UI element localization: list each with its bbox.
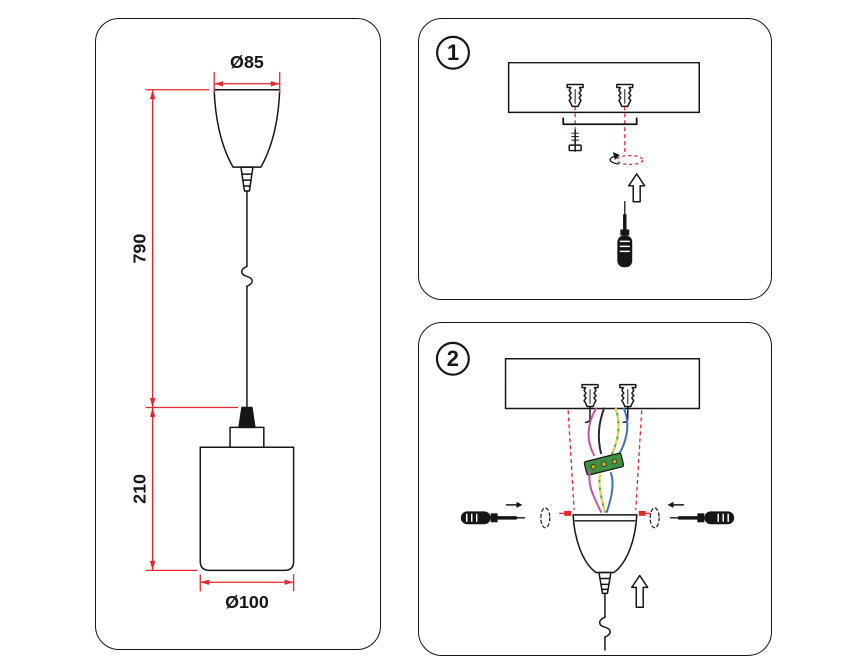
wall-plug-icon <box>581 383 599 408</box>
hook-screw-icon <box>584 405 591 424</box>
wire-neutral-lower <box>605 472 614 513</box>
wall-plug-icon <box>619 383 637 408</box>
canopy-cup <box>572 514 638 574</box>
up-arrow-icon <box>628 173 646 203</box>
ring-rotation-guide <box>616 154 644 166</box>
ceiling-board <box>507 61 700 114</box>
wire-earth-stripe <box>609 407 620 458</box>
terminal-screw <box>611 458 618 465</box>
wiring <box>583 407 629 513</box>
cable-break-symbol <box>598 616 611 638</box>
alignment-guides <box>559 410 651 516</box>
canopy-outline <box>213 88 281 168</box>
pendant-lamp-drawing <box>199 88 295 572</box>
mounting-bracket <box>562 117 638 126</box>
side-screw <box>564 510 572 516</box>
wire-earth-lower-stripe <box>598 474 606 513</box>
step1-hardware <box>562 83 646 268</box>
screwdriver-icon <box>460 511 526 525</box>
dim-label-shade-diameter: Ø100 <box>225 592 269 612</box>
alignment-guides <box>574 106 644 166</box>
rotate-arrow-icon <box>609 152 620 165</box>
terminal-screw <box>601 461 607 467</box>
step2-panel: 2 <box>418 322 772 656</box>
dim-label-top-diameter: Ø85 <box>230 52 264 72</box>
step1-fixtures <box>436 35 700 114</box>
dimension-lines <box>145 71 295 592</box>
step-number: 2 <box>447 346 459 371</box>
push-right-arrow-icon <box>505 501 523 508</box>
step2-drawing-svg: 2 <box>435 341 735 651</box>
lamp-drawing-svg: Ø85 790 210 Ø100 <box>130 52 295 612</box>
cable-grip-icon <box>598 571 612 595</box>
shade-connector <box>238 406 256 429</box>
wire-live-lower <box>588 470 602 513</box>
step-number: 1 <box>447 40 459 65</box>
screwdriver-icon <box>617 201 633 268</box>
ceiling-board <box>504 358 701 410</box>
step-number-badge <box>435 341 470 376</box>
up-arrow-icon <box>631 574 649 609</box>
screwdriver-icon <box>669 511 735 525</box>
terminal-block <box>583 452 625 476</box>
step1-panel: 1 <box>418 18 772 300</box>
rotate-guide-icon <box>540 507 551 529</box>
step1-drawing-svg: 1 <box>436 35 700 268</box>
rotate-guide-icon <box>649 507 660 529</box>
canopy-assembly <box>460 501 735 651</box>
lamp-dimensions-panel: Ø85 790 210 Ø100 <box>95 18 381 650</box>
wall-plug-icon <box>616 83 634 108</box>
dim-label-shade-height: 210 <box>130 474 150 504</box>
shade-neck <box>229 426 265 448</box>
wall-plug-icon <box>566 83 584 108</box>
wire-live <box>587 407 597 457</box>
dim-label-cable-length: 790 <box>130 234 150 264</box>
cable-grip-icon <box>240 166 254 192</box>
wire-black <box>597 407 605 455</box>
push-left-arrow-icon <box>667 501 685 508</box>
screw-icon <box>568 129 582 152</box>
shade-body <box>199 446 295 572</box>
side-screw <box>638 510 646 516</box>
terminal-screw <box>590 464 597 470</box>
cable-break-symbol <box>240 265 253 288</box>
step-number-badge <box>436 35 470 70</box>
step2-fixtures <box>435 341 701 424</box>
